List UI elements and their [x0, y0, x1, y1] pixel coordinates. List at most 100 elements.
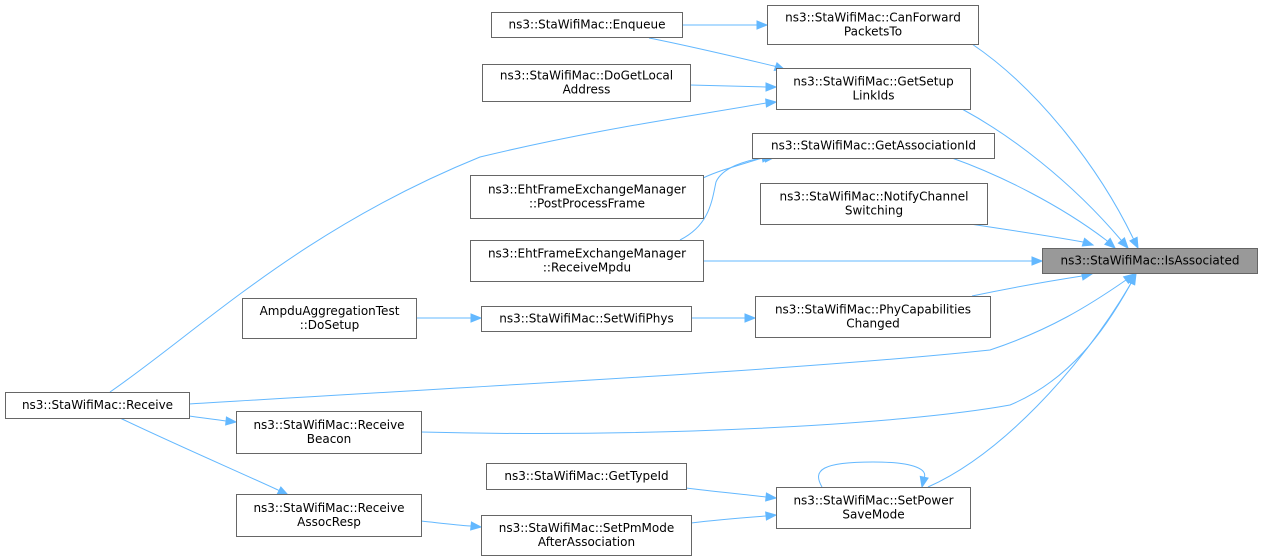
node-label-line: ::PostProcessFrame	[529, 197, 645, 211]
node-ampdu-do-setup[interactable]: AmpduAggregationTest::DoSetup	[242, 298, 417, 339]
arrowhead	[276, 486, 290, 496]
node-box	[236, 411, 422, 454]
edge-get-association-id-to-is-associated	[951, 157, 1117, 249]
edge-receive-to-receive-beacon	[188, 415, 238, 426]
node-label-line: ns3::StaWifiMac::SetWifiPhys	[499, 312, 674, 326]
edge-receive-assoc-resp-to-set-pm-mode-after-association	[420, 520, 483, 531]
edge-line	[702, 157, 763, 179]
arrowhead	[1126, 272, 1137, 286]
arrowhead	[744, 313, 757, 323]
edge-line	[109, 102, 767, 393]
edge-phy-capabilities-changed-to-is-associated	[971, 271, 1094, 297]
edge-line	[961, 108, 1122, 241]
edges-layer	[109, 20, 1139, 531]
node-box	[236, 494, 422, 537]
node-label-line: ns3::StaWifiMac::GetTypeId	[504, 469, 668, 483]
edge-do-get-local-address-to-get-setup-link-ids	[689, 82, 778, 92]
edge-line	[119, 417, 279, 491]
node-label-line: ::ReceiveMpdu	[543, 261, 631, 275]
node-box	[481, 515, 692, 556]
node-box	[776, 68, 971, 110]
edge-set-power-save-mode-to-is-associated	[927, 272, 1137, 488]
node-box	[242, 298, 417, 339]
node-label-line: ns3::StaWifiMac::NotifyChannel	[780, 190, 969, 204]
arrowhead	[919, 475, 929, 489]
node-label-line: LinkIds	[853, 89, 895, 103]
arrowhead	[1031, 256, 1044, 266]
node-box	[486, 463, 687, 490]
node-is-associated[interactable]: ns3::StaWifiMac::IsAssociated	[1042, 248, 1258, 274]
edge-line	[188, 279, 1127, 405]
arrowhead	[765, 511, 778, 521]
edge-receive-to-get-setup-link-ids	[109, 98, 778, 393]
node-box	[752, 133, 995, 159]
node-label-line: ns3::EhtFrameExchangeManager	[488, 247, 686, 261]
node-label-line: Switching	[845, 204, 903, 218]
edge-line	[188, 415, 227, 422]
node-label-line: ns3::StaWifiMac::SetPower	[793, 494, 953, 508]
edge-line	[818, 461, 926, 488]
node-label-line: AmpduAggregationTest	[260, 304, 400, 318]
node-label-line: ns3::StaWifiMac::Receive	[253, 501, 404, 515]
edge-receive-mpdu-to-is-associated	[703, 256, 1044, 266]
edge-line	[969, 223, 1084, 243]
edge-notify-channel-switching-to-is-associated	[969, 223, 1095, 247]
node-label-line: ns3::StaWifiMac::Enqueue	[509, 18, 666, 32]
arrowhead	[470, 313, 483, 323]
arrowhead	[765, 82, 778, 92]
edge-ampdu-do-setup-to-set-wifi-phys	[416, 313, 483, 323]
node-label-line: SaveMode	[842, 508, 904, 522]
node-box	[470, 175, 704, 219]
arrowhead	[765, 492, 778, 502]
node-receive[interactable]: ns3::StaWifiMac::Receive	[5, 392, 190, 419]
edge-line	[927, 284, 1131, 488]
edge-line	[690, 515, 767, 524]
arrowhead	[470, 521, 483, 531]
edge-line	[420, 520, 472, 527]
arrowhead	[1081, 237, 1095, 247]
node-set-pm-mode-after-association[interactable]: ns3::StaWifiMac::SetPmModeAfterAssociati…	[481, 515, 692, 556]
node-label-line: ns3::StaWifiMac::GetSetup	[793, 75, 953, 89]
edge-line	[685, 487, 767, 498]
node-box	[481, 306, 692, 332]
arrowhead	[225, 416, 238, 426]
node-receive-mpdu[interactable]: ns3::EhtFrameExchangeManager::ReceiveMpd…	[470, 240, 704, 282]
edge-get-setup-link-ids-to-is-associated	[961, 108, 1129, 250]
node-label-line: ns3::EhtFrameExchangeManager	[488, 183, 686, 197]
arrowhead	[1117, 236, 1129, 250]
node-label-line: ns3::StaWifiMac::Receive	[22, 398, 173, 412]
node-enqueue[interactable]: ns3::StaWifiMac::Enqueue	[491, 12, 683, 38]
node-get-association-id[interactable]: ns3::StaWifiMac::GetAssociationId	[752, 133, 995, 159]
arrowhead	[1104, 237, 1117, 249]
node-label-line: AfterAssociation	[538, 535, 635, 549]
node-box	[776, 487, 971, 529]
edge-can-forward-to-is-associated	[971, 43, 1139, 250]
node-label-line: Beacon	[307, 432, 352, 446]
node-box	[1042, 248, 1258, 274]
edge-get-type-id-to-set-power-save-mode	[685, 487, 778, 502]
edge-line	[951, 157, 1107, 241]
node-post-process-frame[interactable]: ns3::EhtFrameExchangeManager::PostProces…	[470, 175, 704, 219]
arrowhead	[1129, 236, 1139, 250]
node-get-type-id[interactable]: ns3::StaWifiMac::GetTypeId	[486, 463, 687, 490]
node-label-line: Address	[563, 83, 611, 97]
node-box	[5, 392, 190, 419]
node-label-line: ::DoSetup	[300, 318, 360, 332]
nodes-layer: ns3::StaWifiMac::IsAssociatedns3::StaWif…	[5, 5, 1258, 556]
node-label-line: PacketsTo	[844, 25, 902, 39]
node-set-wifi-phys[interactable]: ns3::StaWifiMac::SetWifiPhys	[481, 306, 692, 332]
node-label-line: ns3::StaWifiMac::IsAssociated	[1061, 254, 1240, 268]
node-box	[482, 64, 691, 102]
edge-line	[679, 157, 766, 241]
arrowhead	[765, 98, 778, 108]
node-label-line: Changed	[846, 317, 900, 331]
arrowhead	[756, 20, 769, 30]
